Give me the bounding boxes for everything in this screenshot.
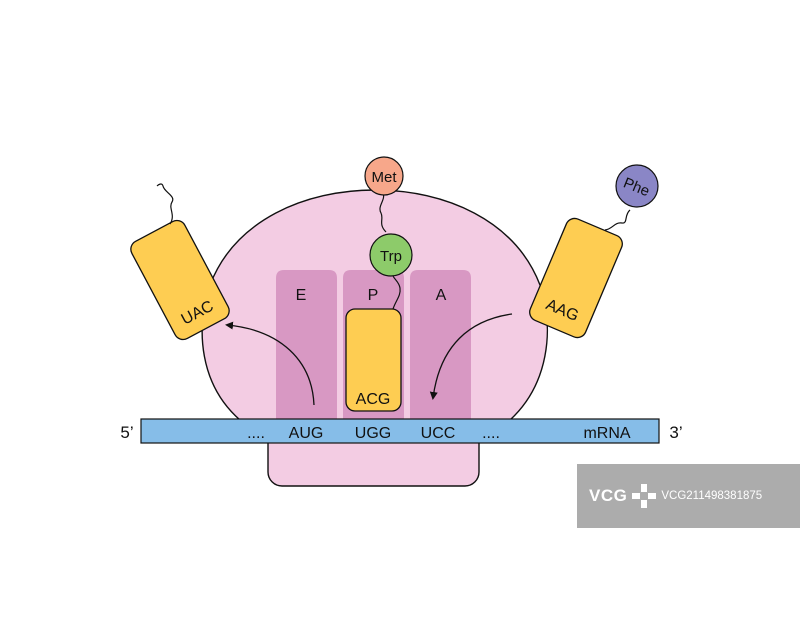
mrna-strand xyxy=(140,418,660,444)
mrna-left-dots: .... xyxy=(247,425,265,442)
met-trp-link xyxy=(379,192,387,233)
p-site-trna-anticodon: ACG xyxy=(356,391,391,408)
exit-arrow xyxy=(225,321,315,406)
a-site-band xyxy=(410,270,471,420)
codon-aug: AUG xyxy=(289,425,324,442)
watermark-logo: VCG xyxy=(589,486,628,505)
p-site-label: P xyxy=(368,287,379,304)
codon-ucc: UCC xyxy=(421,425,456,442)
mrna-right-dots: .... xyxy=(482,425,500,442)
p-site-trna-body xyxy=(345,308,402,412)
e-site-band xyxy=(276,270,337,420)
entry-arrow xyxy=(429,313,513,400)
watermark-banner: VCG VCG211498381875 xyxy=(577,464,800,528)
a-site-label: A xyxy=(436,287,447,304)
exiting-trna: UAC xyxy=(130,219,230,341)
phe-amino-acid xyxy=(615,164,659,208)
watermark-id: VCG211498381875 xyxy=(661,490,763,502)
mrna-five-prime-label: 5’ xyxy=(120,423,133,442)
p-site-trna-tail xyxy=(392,275,401,310)
incoming-trna-body xyxy=(529,217,623,339)
e-site-label: E xyxy=(296,287,307,304)
codon-ugg: UGG xyxy=(355,425,391,442)
mrna-label: mRNA xyxy=(583,425,630,442)
mrna-three-prime-label: 3’ xyxy=(669,423,682,442)
exiting-trna-tail xyxy=(156,183,174,225)
met-label: Met xyxy=(371,169,397,186)
incoming-trna-tail xyxy=(604,209,631,231)
exiting-trna-body xyxy=(130,219,230,341)
incoming-trna: AAG xyxy=(529,217,623,339)
trp-label: Trp xyxy=(380,248,402,265)
watermark-star-icon xyxy=(632,484,657,508)
met-amino-acid xyxy=(364,156,404,196)
trp-amino-acid xyxy=(369,233,413,277)
